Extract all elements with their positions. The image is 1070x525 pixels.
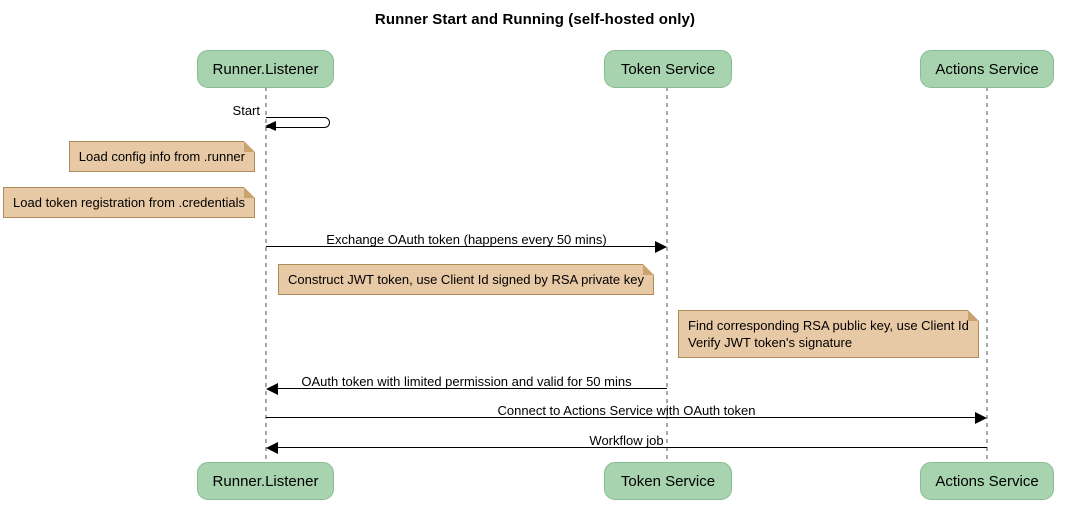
note-load-config: Load config info from .runner <box>68 141 256 172</box>
arrowhead-icon <box>266 383 278 395</box>
actor-top-actions-service: Actions Service <box>920 50 1054 88</box>
diagram-title: Runner Start and Running (self-hosted on… <box>374 11 696 28</box>
arrowhead-icon <box>975 412 987 424</box>
message-label-workflow-job: Workflow job <box>589 433 664 448</box>
message-label-exchange-token: Exchange OAuth token (happens every 50 m… <box>326 232 607 247</box>
actor-label: Runner.Listener <box>212 60 319 78</box>
actor-bottom-runner-listener: Runner.Listener <box>197 462 334 500</box>
message-label-connect: Connect to Actions Service with OAuth to… <box>497 403 756 418</box>
arrowhead-icon <box>265 121 276 131</box>
note-construct-jwt: Construct JWT token, use Client Id signe… <box>278 264 654 295</box>
self-message-loop <box>266 117 330 128</box>
message-line <box>278 447 987 448</box>
actor-bottom-token-service: Token Service <box>604 462 732 500</box>
note-verify-jwt: Find corresponding RSA public key, use C… <box>678 310 979 358</box>
actor-label: Runner.Listener <box>212 472 319 490</box>
lifeline-actions-service <box>986 87 988 462</box>
note-text: Construct JWT token, use Client Id signe… <box>288 272 644 287</box>
message-line <box>266 246 655 247</box>
message-line <box>266 417 975 418</box>
arrowhead-icon <box>655 241 667 253</box>
actor-bottom-actions-service: Actions Service <box>920 462 1054 500</box>
actor-label: Actions Service <box>935 472 1039 490</box>
note-text-line: Find corresponding RSA public key, use C… <box>688 318 969 333</box>
actor-label: Token Service <box>620 472 716 490</box>
note-text-line: Verify JWT token's signature <box>688 335 853 350</box>
message-label-start: Start <box>232 103 260 118</box>
note-load-token-registration: Load token registration from .credential… <box>3 187 255 218</box>
note-text: Load config info from .runner <box>78 149 245 164</box>
note-text: Load token registration from .credential… <box>13 195 245 210</box>
actor-label: Token Service <box>620 60 716 78</box>
lifeline-token-service <box>666 87 668 462</box>
actor-label: Actions Service <box>935 60 1039 78</box>
arrowhead-icon <box>266 442 278 454</box>
actor-top-runner-listener: Runner.Listener <box>197 50 334 88</box>
actor-top-token-service: Token Service <box>604 50 732 88</box>
lifeline-runner-listener <box>265 87 267 462</box>
message-line <box>278 388 667 389</box>
message-label-oauth-return: OAuth token with limited permission and … <box>301 374 632 389</box>
